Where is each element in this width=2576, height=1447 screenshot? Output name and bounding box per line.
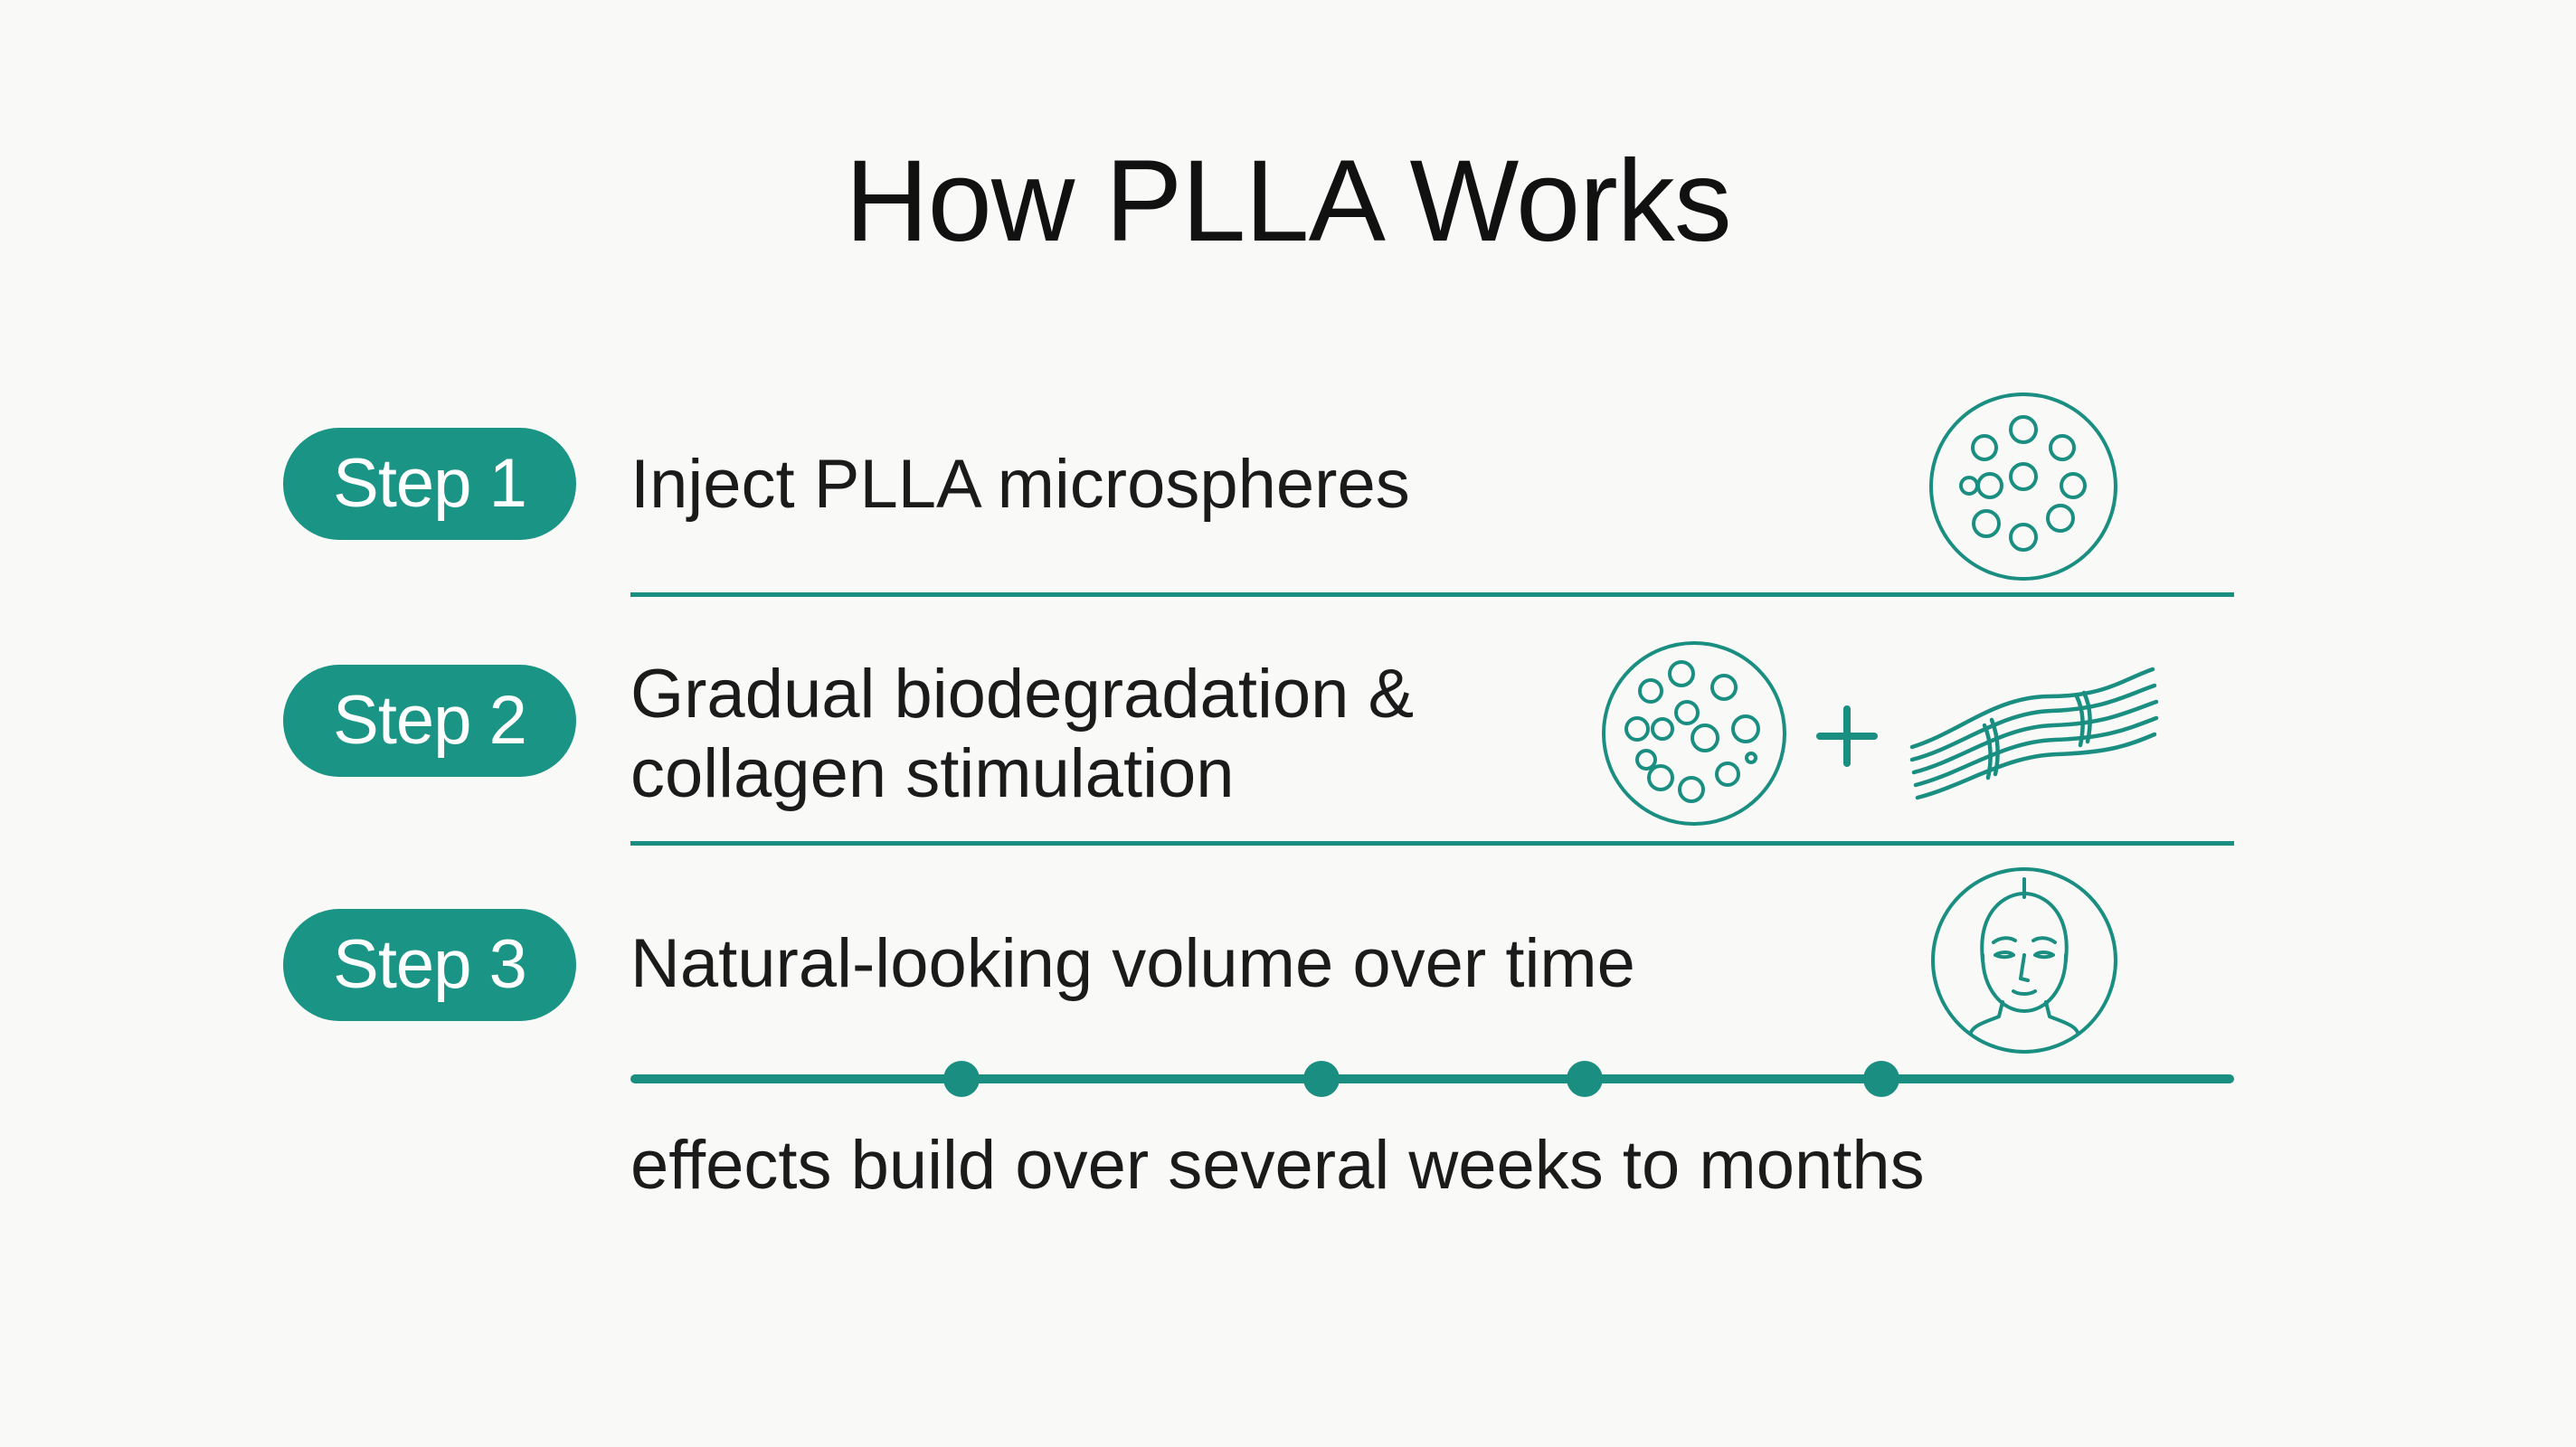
timeline-marker-1: [943, 1061, 980, 1097]
plus-icon: [1816, 705, 1878, 767]
step-2-badge: Step 2: [283, 665, 576, 777]
microspheres-icon: [1929, 392, 2117, 581]
page-title: How PLLA Works: [845, 137, 1732, 266]
timeline-marker-2: [1303, 1061, 1340, 1097]
step-3-description: Natural-looking volume over time: [630, 924, 1635, 1004]
step-1-badge: Step 1: [283, 428, 576, 540]
degrading-microspheres-icon: [1602, 641, 1786, 826]
step-3-badge: Step 3: [283, 909, 576, 1021]
step-1-description: Inject PLLA microspheres: [630, 445, 1410, 525]
timeline-bar: [630, 1074, 2234, 1083]
step-1-line-1: Inject PLLA microspheres: [630, 446, 1410, 523]
step-2-description: Gradual biodegradation & collagen stimul…: [630, 655, 1414, 814]
step-3-line-1: Natural-looking volume over time: [630, 925, 1635, 1002]
timeline-marker-4: [1863, 1061, 1899, 1097]
step-2-line-1: Gradual biodegradation &: [630, 656, 1415, 733]
face-icon: [1931, 867, 2117, 1054]
step-1-divider: [630, 592, 2234, 597]
step-2-line-2: collagen stimulation: [630, 735, 1235, 812]
collagen-fibers-icon: [1909, 667, 2159, 800]
timeline-marker-3: [1567, 1061, 1603, 1097]
step-2-divider: [630, 841, 2234, 846]
timeline-caption: effects build over several weeks to mont…: [630, 1127, 1925, 1204]
